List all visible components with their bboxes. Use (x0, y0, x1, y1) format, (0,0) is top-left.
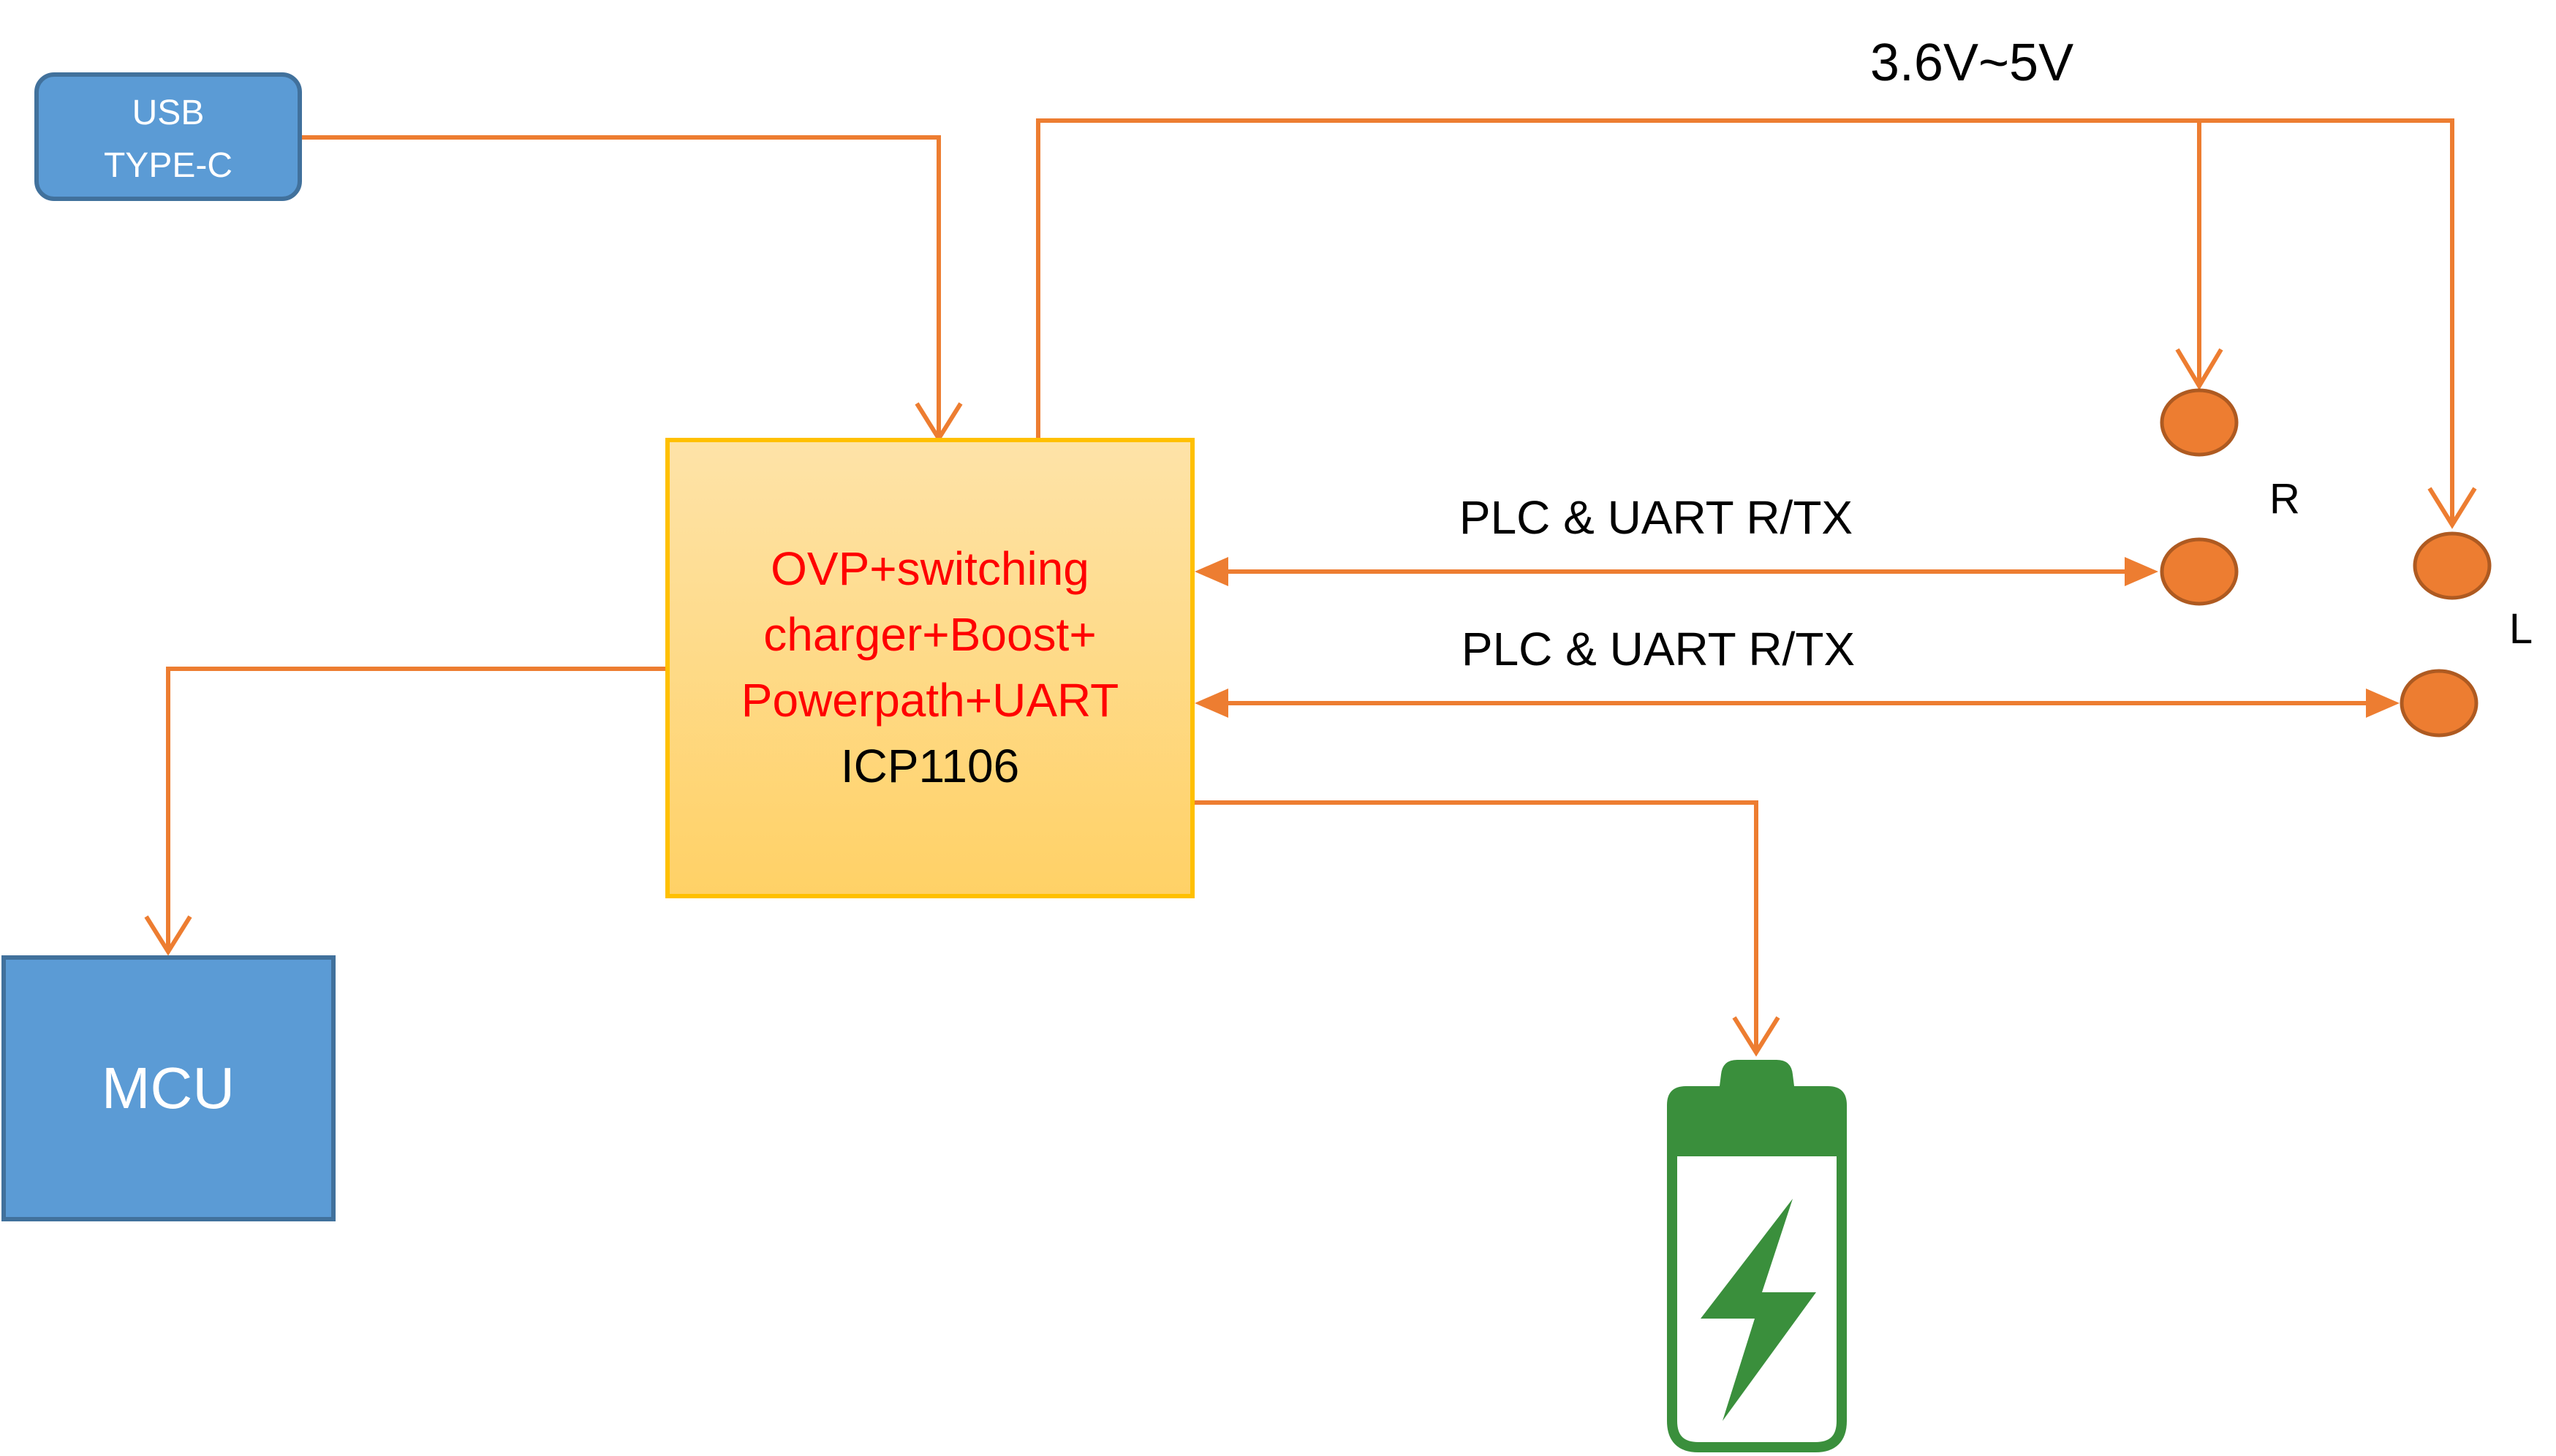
arrowhead-uart-r-left (1195, 557, 1228, 586)
ic-part-number: ICP1106 (841, 740, 1019, 792)
arrowhead-bus-to-l (2427, 487, 2477, 529)
ic-function-line1: OVP+switching (771, 542, 1089, 595)
side-l-label: L (2509, 605, 2533, 653)
contact-pad-l-bottom (2400, 669, 2479, 738)
wire-ic-to-battery (1195, 800, 1758, 1053)
battery-charging-icon (1667, 1060, 1847, 1452)
mcu-block: MCU (1, 955, 336, 1221)
wire-power-bus (1036, 118, 2449, 441)
arrowhead-ic-to-mcu (144, 915, 192, 956)
arrowhead-uart-r-right (2125, 557, 2158, 586)
wire-power-bus-to-l (2449, 118, 2454, 525)
contact-pad-r-middle (2160, 537, 2239, 606)
mcu-label: MCU (102, 1055, 235, 1121)
contact-pad-l-top (2413, 531, 2492, 600)
uart-l-label: PLC & UART R/TX (1462, 623, 1855, 675)
uart-r-label: PLC & UART R/TX (1459, 491, 1853, 544)
arrowhead-uart-l-right (2366, 689, 2400, 718)
side-r-label: R (2269, 475, 2300, 523)
contact-pad-r-top (2160, 388, 2239, 457)
voltage-label: 3.6V~5V (1870, 34, 2073, 92)
arrowhead-uart-l-left (1195, 689, 1228, 718)
wire-usb-to-ic (302, 135, 941, 439)
ic-function-line3: Powerpath+UART (741, 674, 1119, 727)
lightning-bolt-icon (1701, 1199, 1816, 1421)
wire-ic-to-mcu (166, 667, 668, 952)
arrowhead-ic-to-battery (1732, 1016, 1780, 1057)
usb-label-line1: USB (132, 94, 205, 132)
usb-type-c-block: USB TYPE-C (34, 72, 302, 201)
arrowhead-bus-to-r (2175, 348, 2223, 390)
usb-label-line2: TYPE-C (104, 146, 232, 185)
ic-function-line2: charger+Boost+ (763, 608, 1096, 661)
ic-block: OVP+switching charger+Boost+ Powerpath+U… (665, 438, 1195, 898)
